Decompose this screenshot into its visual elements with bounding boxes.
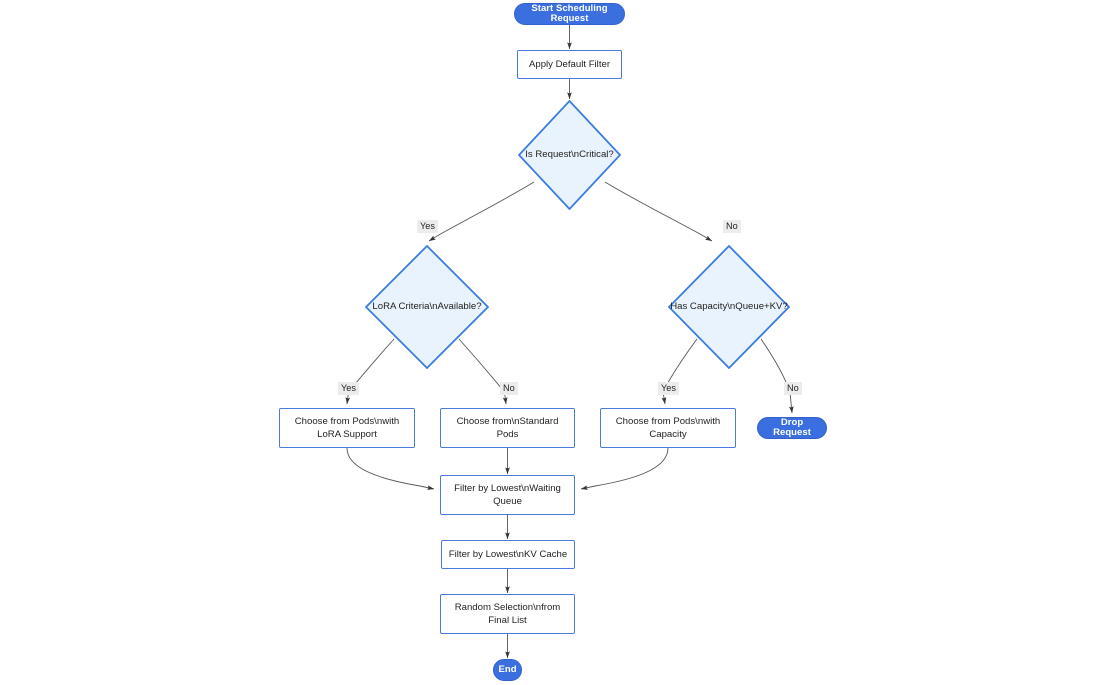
- node-choose-pods-capacity-label: Choose from Pods\nwith Capacity: [615, 415, 721, 440]
- node-choose-standard-pods[interactable]: Choose from\nStandard Pods: [440, 408, 575, 448]
- edge-label-text: No: [787, 383, 799, 393]
- edge-label-critical-no: No: [723, 220, 741, 234]
- node-end-label: End: [498, 663, 517, 675]
- edge-is-request-critical-no-to-has-capacity: [604, 181, 713, 242]
- node-drop-request-label: Drop Request: [773, 416, 811, 438]
- edge-label-lora-yes: Yes: [338, 382, 359, 396]
- node-start[interactable]: Start Scheduling Request: [514, 3, 625, 25]
- edge-label-text: Yes: [661, 383, 676, 393]
- edge-choose-pods-lora-to-filter-waiting-queue: [346, 447, 435, 490]
- node-apply-default-filter[interactable]: Apply Default Filter: [517, 50, 622, 79]
- node-filter-kv-cache[interactable]: Filter by Lowest\nKV Cache: [441, 540, 575, 569]
- node-choose-standard-pods-label: Choose from\nStandard Pods: [456, 415, 559, 440]
- edge-label-text: Yes: [341, 383, 356, 393]
- edge-choose-pods-capacity-to-filter-waiting-queue: [580, 447, 669, 490]
- diamond-shape-icon: [518, 100, 621, 210]
- node-has-capacity-queue-kv-label: Has Capacity\nQueue+KV?: [670, 300, 788, 312]
- node-random-selection[interactable]: Random Selection\nfrom Final List: [440, 594, 575, 634]
- diamond-shape-icon: [365, 245, 489, 369]
- node-filter-waiting-queue-label: Filter by Lowest\nWaiting Queue: [454, 482, 561, 507]
- node-is-request-critical[interactable]: Is Request\nCritical?: [518, 100, 621, 210]
- edge-label-critical-yes: Yes: [417, 220, 438, 234]
- edge-label-capacity-yes: Yes: [658, 382, 679, 396]
- node-end[interactable]: End: [493, 659, 522, 681]
- edge-label-capacity-no: No: [784, 382, 802, 396]
- edge-label-text: Yes: [420, 221, 435, 231]
- node-drop-request[interactable]: Drop Request: [757, 417, 827, 439]
- node-apply-default-filter-label: Apply Default Filter: [528, 58, 611, 70]
- node-choose-pods-lora[interactable]: Choose from Pods\nwith LoRA Support: [279, 408, 415, 448]
- edge-label-lora-no: No: [500, 382, 518, 396]
- node-choose-pods-capacity[interactable]: Choose from Pods\nwith Capacity: [600, 408, 736, 448]
- node-lora-criteria-available-label: LoRA Criteria\nAvailable?: [372, 300, 482, 312]
- node-start-label: Start Scheduling Request: [531, 2, 608, 24]
- node-choose-pods-lora-label: Choose from Pods\nwith LoRA Support: [294, 415, 400, 440]
- node-filter-kv-cache-label: Filter by Lowest\nKV Cache: [448, 548, 568, 560]
- node-is-request-critical-label: Is Request\nCritical?: [525, 148, 614, 160]
- diamond-shape-icon: [668, 245, 790, 369]
- node-has-capacity-queue-kv[interactable]: Has Capacity\nQueue+KV?: [668, 245, 790, 369]
- node-lora-criteria-available[interactable]: LoRA Criteria\nAvailable?: [365, 245, 489, 369]
- node-filter-waiting-queue[interactable]: Filter by Lowest\nWaiting Queue: [440, 475, 575, 515]
- edge-label-text: No: [726, 221, 738, 231]
- node-random-selection-label: Random Selection\nfrom Final List: [454, 601, 561, 626]
- edge-label-text: No: [503, 383, 515, 393]
